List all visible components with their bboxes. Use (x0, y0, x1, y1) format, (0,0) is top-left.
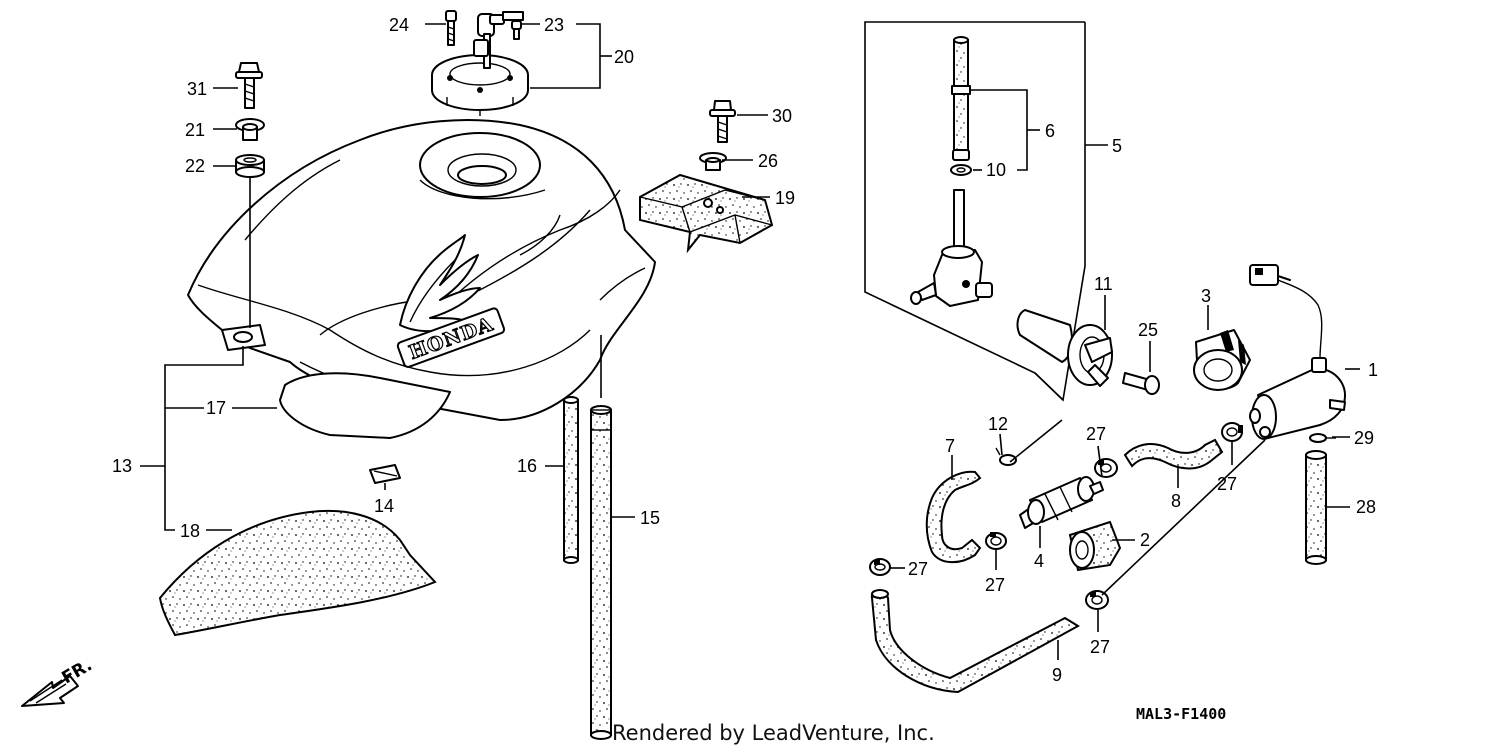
part-20-fuel-cap[interactable] (431, 54, 529, 116)
part-27-hose-clamp[interactable] (1221, 422, 1243, 442)
callout-21: 21 (185, 120, 205, 140)
callout-26: 26 (758, 151, 778, 171)
part-29-clip[interactable] (1309, 433, 1336, 443)
part-7-fuel-hose[interactable] (925, 470, 982, 564)
part-11-vacuum-valve[interactable] (1016, 309, 1113, 387)
callout-17: 17 (206, 398, 226, 418)
callout-2: 2 (1140, 530, 1150, 550)
callout-20: 20 (614, 47, 634, 67)
part-24-screw[interactable] (445, 10, 457, 46)
part-4-fuel-filter[interactable] (1019, 476, 1104, 529)
part-9-fuel-hose[interactable] (870, 590, 1080, 694)
part-16-breather-hose[interactable] (563, 396, 579, 564)
callout-27: 27 (985, 575, 1005, 595)
callout-12: 12 (988, 414, 1008, 434)
callout-30: 30 (772, 106, 792, 126)
callout-8: 8 (1171, 491, 1181, 511)
part-25-bolt[interactable] (1122, 372, 1160, 395)
fuel-cap-keys (473, 11, 524, 69)
callout-19: 19 (775, 188, 795, 208)
part-26-collar[interactable] (699, 152, 727, 171)
callout-27: 27 (1090, 637, 1110, 657)
honda-wing-emblem (399, 234, 481, 333)
part-12-clip[interactable] (995, 447, 1017, 466)
part-27-hose-clamp[interactable] (985, 532, 1007, 550)
callout-29: 29 (1354, 428, 1374, 448)
part-18-heat-guard[interactable] (158, 509, 437, 637)
part-23-screw[interactable] (511, 20, 522, 40)
callout-31: 31 (187, 79, 207, 99)
part-8-fuel-hose[interactable] (1123, 438, 1224, 470)
part-27-hose-clamp[interactable] (1094, 458, 1118, 478)
callout-22: 22 (185, 156, 205, 176)
callout-4: 4 (1034, 551, 1044, 571)
callout-numbers: 1 2 3 4 5 6 7 8 9 10 11 12 13 14 15 16 1… (112, 15, 1378, 685)
part-27-hose-clamp[interactable] (1085, 590, 1109, 610)
part-10-o-ring[interactable] (950, 164, 972, 176)
callout-18: 18 (180, 521, 200, 541)
callout-14: 14 (374, 496, 394, 516)
callout-5: 5 (1112, 136, 1122, 156)
callout-28: 28 (1356, 497, 1376, 517)
callout-3: 3 (1201, 286, 1211, 306)
callout-13: 13 (112, 456, 132, 476)
part-15-drain-hose[interactable] (590, 405, 612, 740)
part-19-rear-mount-rubber[interactable] (639, 173, 774, 254)
callout-24: 24 (389, 15, 409, 35)
front-direction-arrow: FR. (21, 655, 96, 707)
part-2-filter-holder[interactable] (1068, 520, 1122, 572)
callout-7: 7 (945, 436, 955, 456)
callout-16: 16 (517, 456, 537, 476)
part-3-filter-holder[interactable] (1193, 329, 1251, 391)
part-27-hose-clamp[interactable] (869, 558, 891, 576)
callout-10: 10 (986, 160, 1006, 180)
part-31-bolt[interactable] (235, 62, 263, 109)
leader-lines (140, 23, 1360, 660)
part-28-tube[interactable] (1305, 450, 1327, 565)
callout-27: 27 (1217, 474, 1237, 494)
part-21-collar[interactable] (235, 118, 265, 141)
callout-25: 25 (1138, 320, 1158, 340)
drawing-code: MAL3-F1400 (1136, 705, 1226, 723)
part-22-grommet[interactable] (235, 154, 265, 178)
part-17-tank-cushion[interactable] (279, 372, 451, 439)
callout-27: 27 (1086, 424, 1106, 444)
callout-1: 1 (1368, 360, 1378, 380)
fuel-valve-body[interactable] (910, 189, 993, 307)
fuel-tank[interactable]: HONDA (187, 119, 656, 421)
part-6-fuel-strainer[interactable] (951, 36, 971, 161)
part-1-fuel-pump[interactable] (1249, 264, 1346, 440)
callout-15: 15 (640, 508, 660, 528)
render-credit: Rendered by LeadVenture, Inc. (612, 721, 935, 745)
callout-23: 23 (544, 15, 564, 35)
callout-6: 6 (1045, 121, 1055, 141)
callout-11: 11 (1094, 274, 1113, 294)
part-30-bolt[interactable] (709, 100, 736, 143)
callout-9: 9 (1052, 665, 1062, 685)
callout-27: 27 (908, 559, 928, 579)
